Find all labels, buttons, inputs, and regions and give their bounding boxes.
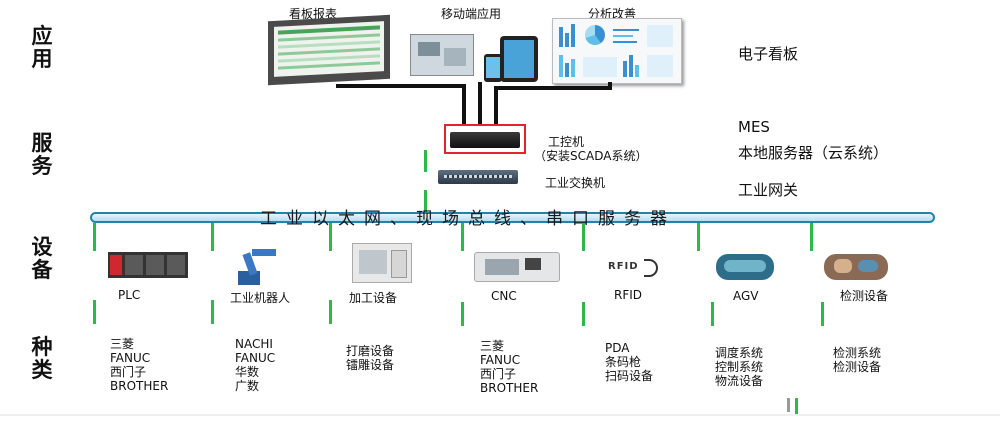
industrial-bus — [90, 212, 935, 223]
bus-link-agv — [697, 223, 700, 251]
device-label-plc: PLC — [118, 288, 141, 302]
device-label-agv: AGV — [733, 289, 759, 303]
cable-kanban-horizontal — [336, 84, 466, 88]
type-link-agv — [711, 302, 714, 326]
switch-label: 工业交换机 — [545, 176, 606, 190]
bottom-divider-line — [0, 414, 1000, 416]
bus-link-robot — [211, 223, 214, 251]
layer-label-application: 应用 — [31, 24, 53, 71]
bottom-marker-green — [795, 398, 798, 414]
inspection-image — [824, 254, 888, 280]
bus-link-rfid — [582, 223, 585, 251]
type-list-rfid: PDA 条码枪 扫码设备 — [605, 341, 654, 383]
plc-image — [108, 252, 188, 278]
type-link-rfid — [582, 302, 585, 326]
app-caption-mobile: 移动端应用 — [441, 7, 502, 21]
device-label-cnc: CNC — [491, 289, 517, 303]
service-link-bottom — [424, 190, 427, 212]
mobile-devices-image — [410, 22, 540, 82]
service-link-top — [424, 150, 427, 172]
rfid-logo-text: RFID — [608, 261, 639, 272]
industrial-switch-device — [438, 170, 518, 184]
type-list-inspection: 检测系统 检测设备 — [833, 346, 882, 374]
bus-link-inspection — [810, 223, 813, 251]
type-link-plc — [93, 300, 96, 324]
bus-link-machining — [329, 223, 332, 251]
cable-mobile — [478, 82, 482, 126]
type-list-robot: NACHI FANUC 华数 广数 — [235, 337, 276, 393]
rfid-logo-image: RFID — [604, 256, 660, 278]
ipc-label: 工控机 — [548, 135, 585, 149]
type-link-cnc — [461, 302, 464, 326]
agv-image — [716, 254, 774, 280]
layer-label-type: 种类 — [31, 335, 53, 382]
bus-label: 工业以太网、现场总线、串口服务器 — [260, 209, 676, 229]
cable-analysis-up — [608, 82, 612, 90]
device-label-inspection: 检测设备 — [840, 289, 889, 303]
bus-link-cnc — [461, 223, 464, 251]
layer-label-service: 服务 — [31, 131, 53, 178]
type-list-cnc: 三菱 FANUC 西门子 BROTHER — [480, 339, 539, 395]
type-list-agv: 调度系统 控制系统 物流设备 — [715, 346, 764, 388]
layer-label-equipment: 设备 — [31, 235, 53, 282]
bottom-marker-gray — [787, 398, 790, 412]
note-mes: MES — [738, 118, 770, 136]
note-industrial-gateway: 工业网关 — [738, 181, 799, 199]
device-label-robot: 工业机器人 — [230, 291, 291, 305]
analysis-charts-image — [552, 18, 682, 84]
type-link-inspection — [821, 302, 824, 326]
cnc-image — [474, 252, 560, 282]
type-list-machining: 打磨设备 镭雕设备 — [346, 344, 395, 372]
type-link-robot — [211, 300, 214, 324]
robot-image — [232, 247, 282, 287]
machining-image — [352, 243, 412, 283]
note-electronic-board: 电子看板 — [738, 45, 799, 63]
cable-analysis-horizontal — [494, 86, 610, 90]
ipc-device — [444, 124, 526, 154]
note-local-server: 本地服务器（云系统） — [738, 144, 889, 162]
kanban-board-image — [268, 14, 390, 86]
bus-link-plc — [93, 223, 96, 251]
ipc-note: （安装SCADA系统） — [534, 149, 648, 163]
device-label-machining: 加工设备 — [349, 291, 398, 305]
type-link-machining — [329, 300, 332, 324]
cable-analysis-down — [494, 88, 498, 126]
app-caption-analysis: 分析改善 — [588, 7, 637, 21]
device-label-rfid: RFID — [614, 288, 643, 302]
type-list-plc: 三菱 FANUC 西门子 BROTHER — [110, 337, 169, 393]
cable-kanban-down — [462, 84, 466, 126]
